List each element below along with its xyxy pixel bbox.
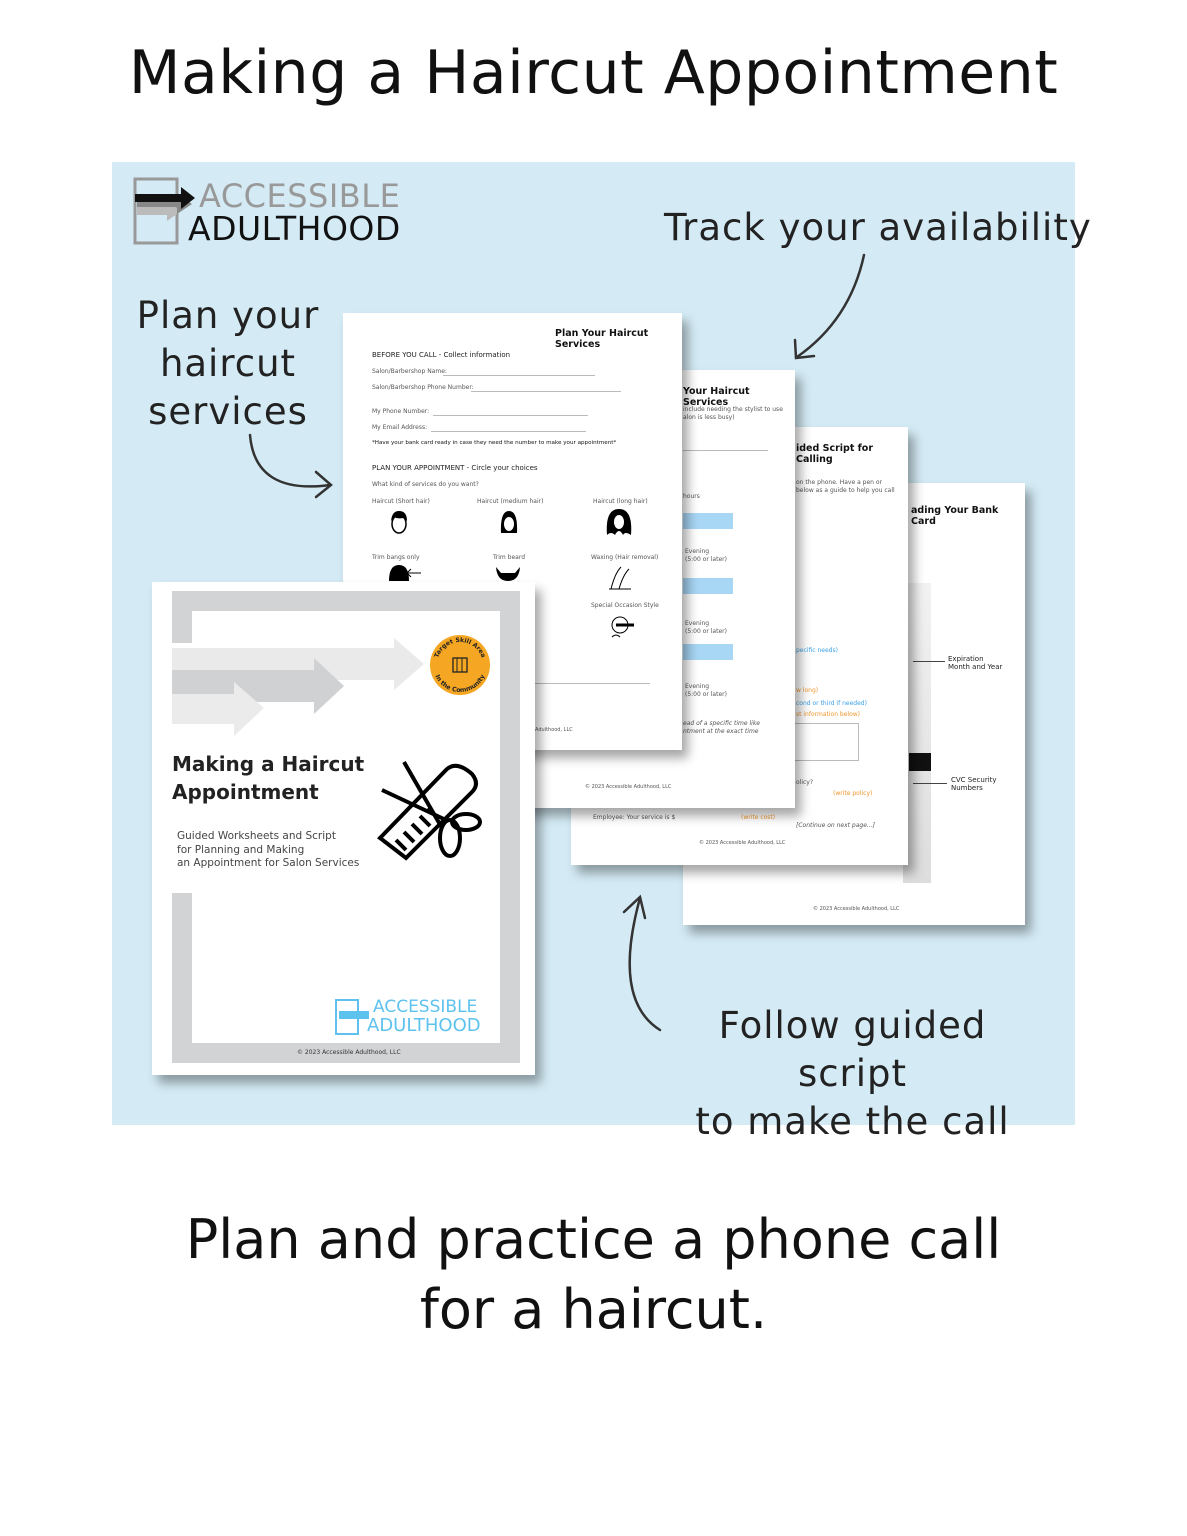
section-heading: BEFORE YOU CALL - Collect information bbox=[372, 351, 511, 359]
long-hair-icon bbox=[606, 509, 632, 535]
note-plan-line: haircut bbox=[159, 342, 297, 385]
field-label: My Email Address: bbox=[372, 424, 428, 431]
page-footer: © 2023 Accessible Adulthood, LLC bbox=[813, 906, 900, 912]
continue-note: [Continue on next page...] bbox=[796, 822, 875, 829]
note-follow-line: Follow guided script bbox=[718, 1004, 987, 1095]
policy-text: olicy? bbox=[796, 779, 814, 786]
intro-text: below as a guide to help you call bbox=[796, 487, 895, 494]
brand-logo: ACCESSIBLE ADULTHOOD bbox=[133, 177, 403, 248]
note-plan-line: services bbox=[148, 390, 308, 433]
script-note: w long) bbox=[796, 687, 819, 694]
cover-footer: © 2023 Accessible Adulthood, LLC bbox=[297, 1049, 401, 1056]
arrow-track-icon bbox=[795, 253, 866, 359]
service-option[interactable]: Special Occasion Style bbox=[591, 602, 659, 609]
logo-arrows-icon bbox=[133, 177, 195, 245]
intro-text: alon is less busy) bbox=[683, 414, 735, 421]
bank-card-note: *Have your bank card ready in case they … bbox=[372, 440, 617, 446]
special-occasion-icon bbox=[611, 616, 634, 638]
question: What kind of services do you want? bbox=[372, 481, 479, 488]
note-plan: Plan your haircut services bbox=[128, 292, 328, 436]
service-option[interactable]: Waxing (Hair removal) bbox=[591, 554, 659, 561]
note-plan-line: Plan your bbox=[136, 294, 320, 337]
arrow-plan-icon bbox=[248, 433, 332, 488]
magnetic-strip bbox=[909, 753, 931, 771]
field-label: My Phone Number: bbox=[372, 408, 430, 415]
note-follow-line: to make the call bbox=[695, 1100, 1010, 1143]
note-follow: Follow guided script to make the call bbox=[660, 1002, 1045, 1146]
tagline-line: Plan and practice a phone call bbox=[185, 1208, 1002, 1271]
time-slot: Evening(5:00 or later) bbox=[685, 683, 727, 698]
logo-line1: ACCESSIBLE bbox=[199, 177, 401, 215]
service-option[interactable]: Trim beard bbox=[493, 554, 526, 561]
trim-beard-icon bbox=[496, 567, 520, 581]
availability-note: ntment at the exact time bbox=[683, 728, 759, 735]
hours-label: hours bbox=[683, 493, 700, 500]
tagline: Plan and practice a phone call for a hai… bbox=[0, 1205, 1187, 1345]
script-note: cond or third if needed) bbox=[796, 700, 867, 707]
page-footer: © 2023 Accessible Adulthood, LLC bbox=[699, 840, 786, 846]
logo-line2: ADULTHOOD bbox=[188, 209, 401, 248]
field-label: Salon/Barbershop Phone Number: bbox=[372, 384, 474, 391]
medium-hair-icon bbox=[500, 511, 518, 533]
page-heading: ided Script for Calling bbox=[796, 443, 874, 465]
field-label: Salon/Barbershop Name: bbox=[372, 368, 447, 375]
page-footer: © 2023 Accessible Adulthood, LLC bbox=[585, 784, 672, 790]
short-hair-icon bbox=[391, 511, 407, 534]
page-heading: Your Haircut Services bbox=[683, 386, 750, 408]
cover-frame bbox=[172, 591, 520, 1063]
script-note: pecific needs) bbox=[796, 647, 838, 654]
employee-line: Employee: Your service is $ bbox=[593, 814, 676, 821]
availability-note: ead of a specific time like bbox=[683, 720, 760, 727]
write-policy: (write policy) bbox=[833, 790, 873, 797]
write-cost: (write cost) bbox=[741, 814, 776, 821]
service-option[interactable]: Haircut (long hair) bbox=[593, 498, 648, 505]
service-option[interactable]: Haircut (Short hair) bbox=[372, 498, 430, 505]
intro-text: include needing the stylist to use bbox=[683, 406, 783, 413]
script-note: st information below) bbox=[796, 711, 861, 718]
time-slot: Evening(5:00 or later) bbox=[685, 620, 727, 635]
page-footer: Adulthood, LLC bbox=[535, 727, 573, 733]
service-option[interactable]: Haircut (medium hair) bbox=[477, 498, 544, 505]
tagline-line: for a haircut. bbox=[419, 1278, 768, 1341]
cover-page: Target Skill Area In the Community Makin… bbox=[152, 582, 535, 1075]
arrow-follow-icon bbox=[628, 896, 662, 1032]
scissors-comb-icon bbox=[377, 761, 482, 861]
page-title: Making a Haircut Appointment bbox=[128, 38, 1059, 108]
page-heading: ading Your Bank Card bbox=[911, 505, 999, 527]
intro-text: on the phone. Have a pen or bbox=[796, 479, 882, 486]
waxing-icon bbox=[609, 566, 631, 590]
target-skill-badge: Target Skill Area In the Community bbox=[430, 635, 490, 695]
time-slot: Evening(5:00 or later) bbox=[685, 548, 727, 563]
section-heading: PLAN YOUR APPOINTMENT - Circle your choi… bbox=[372, 464, 538, 472]
buildings-icon bbox=[452, 657, 468, 673]
cover-logo: ACCESSIBLE ADULTHOOD bbox=[335, 997, 495, 1037]
page-heading: Plan Your Haircut Services bbox=[555, 328, 649, 350]
service-option[interactable]: Trim bangs only bbox=[372, 554, 420, 561]
trim-bangs-icon bbox=[389, 565, 421, 581]
note-track: Track your availability bbox=[664, 206, 1092, 249]
cover-arrows-icon bbox=[172, 638, 424, 736]
